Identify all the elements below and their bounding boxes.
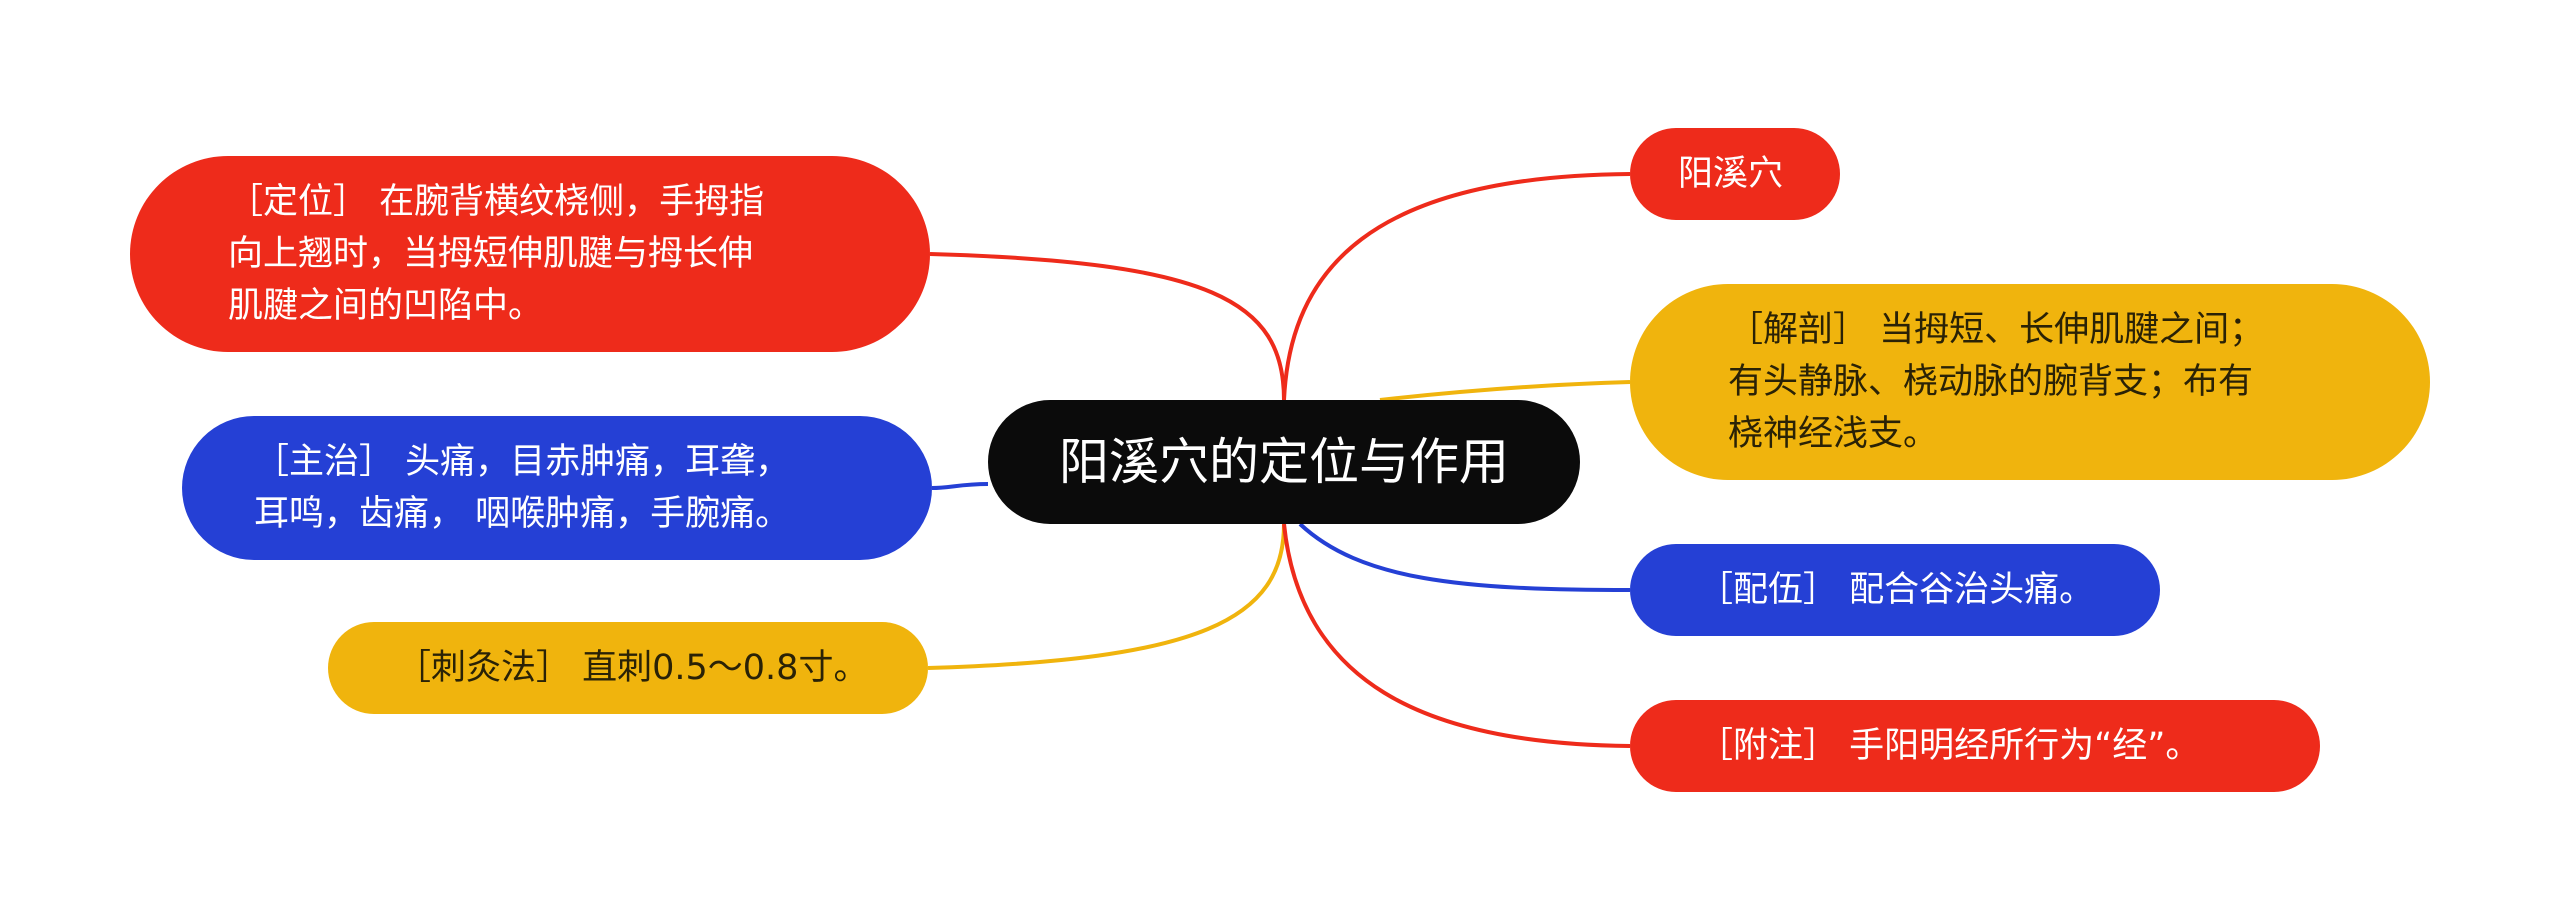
branch-anatomy[interactable]: ［解剖］ 当拇短、长伸肌腱之间； 有头静脉、桡动脉的腕背支；布有 桡神经浅支。 (1630, 284, 2430, 480)
branch-anatomy-text: ［解剖］ 当拇短、长伸肌腱之间； 有头静脉、桡动脉的腕背支；布有 桡神经浅支。 (1728, 310, 2265, 454)
branch-note[interactable]: ［附注］ 手阳明经所行为“经”。 (1630, 700, 2320, 792)
branch-combination[interactable]: ［配伍］ 配合谷治头痛。 (1630, 544, 2160, 636)
branch-location-text: ［定位］ 在腕背横纹桡侧，手拇指 向上翘时，当拇短伸肌腱与拇长伸 肌腱之间的凹陷… (228, 182, 765, 326)
branch-point-name-text: 阳溪穴 (1678, 154, 1784, 194)
connector-dingwei (929, 252, 1286, 401)
branch-location[interactable]: ［定位］ 在腕背横纹桡侧，手拇指 向上翘时，当拇短伸肌腱与拇长伸 肌腱之间的凹陷… (130, 156, 930, 352)
branch-indications-text: ［主治］ 头痛，目赤肿痛，耳聋， 耳鸣，齿痛， 咽喉肿痛，手腕痛。 (254, 442, 791, 534)
central-topic-label: 阳溪穴的定位与作用 (1059, 433, 1509, 491)
central-topic[interactable]: 阳溪穴的定位与作用 (988, 400, 1580, 524)
branch-indications[interactable]: ［主治］ 头痛，目赤肿痛，耳聋， 耳鸣，齿痛， 咽喉肿痛，手腕痛。 (182, 416, 932, 560)
connector-yangxi (1282, 172, 1631, 401)
connector-fuzhu (1282, 523, 1631, 748)
branch-acupuncture-method[interactable]: ［刺灸法］ 直刺0.5～0.8寸。 (328, 622, 928, 714)
branch-note-text: ［附注］ 手阳明经所行为“经”。 (1698, 726, 2201, 766)
connector-cijiu (927, 523, 1286, 670)
connector-jiepou (1379, 380, 1631, 402)
branch-combination-text: ［配伍］ 配合谷治头痛。 (1698, 570, 2095, 610)
branch-point-name[interactable]: 阳溪穴 (1630, 128, 1840, 220)
connector-zhuzhi (931, 482, 989, 490)
connector-peiwu (1298, 522, 1631, 592)
branch-acupuncture-method-text: ［刺灸法］ 直刺0.5～0.8寸。 (396, 648, 869, 688)
